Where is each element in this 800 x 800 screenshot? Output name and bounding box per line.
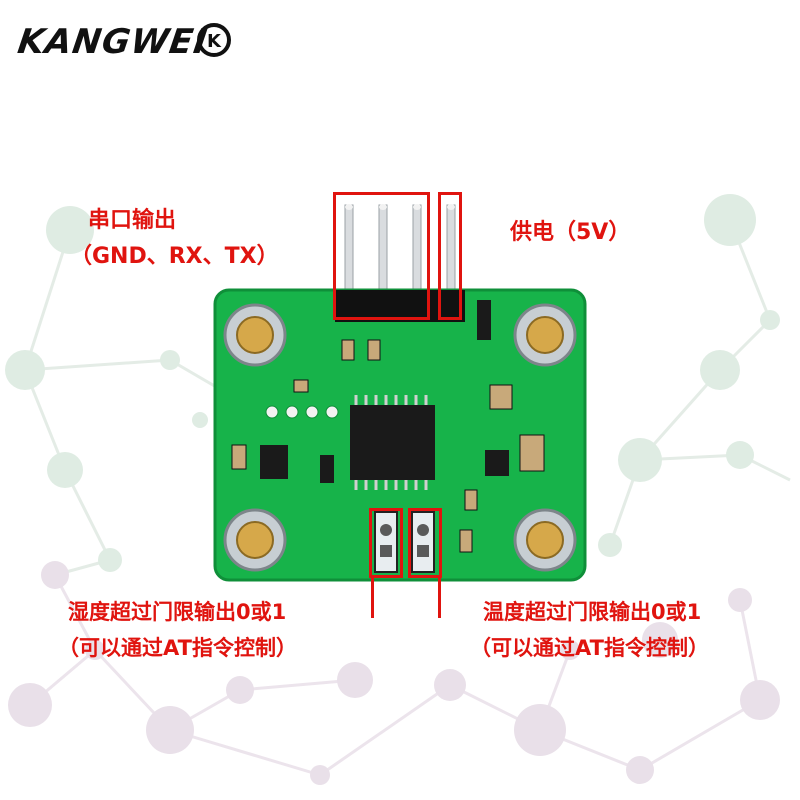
temperature-output-label: 温度超过门限输出0或1	[483, 600, 702, 624]
serial-pins-highlight	[333, 192, 430, 320]
humidity-at-note: （可以通过AT指令控制）	[58, 636, 297, 660]
humidity-output-highlight	[369, 508, 403, 578]
power-supply-label: 供电（5V）	[510, 220, 631, 245]
serial-output-pins: （GND、RX、TX）	[70, 244, 279, 269]
sensor-module-photo	[213, 204, 587, 582]
serial-output-title: 串口输出	[88, 208, 177, 233]
humidity-leader-line	[371, 578, 374, 618]
power-pin-highlight	[438, 192, 462, 320]
brand-logo-mark: K	[197, 23, 231, 57]
mounting-posts	[223, 303, 577, 572]
temperature-at-note: （可以通过AT指令控制）	[470, 636, 709, 660]
humidity-output-label: 湿度超过门限输出0或1	[68, 600, 287, 624]
brand-logo-text: KANGWEI	[15, 22, 211, 62]
temperature-output-highlight	[408, 508, 442, 578]
main-ic	[350, 395, 435, 490]
brand-logo-mark-letter: K	[207, 31, 222, 52]
temperature-leader-line	[438, 578, 441, 618]
output-pads	[374, 511, 435, 573]
